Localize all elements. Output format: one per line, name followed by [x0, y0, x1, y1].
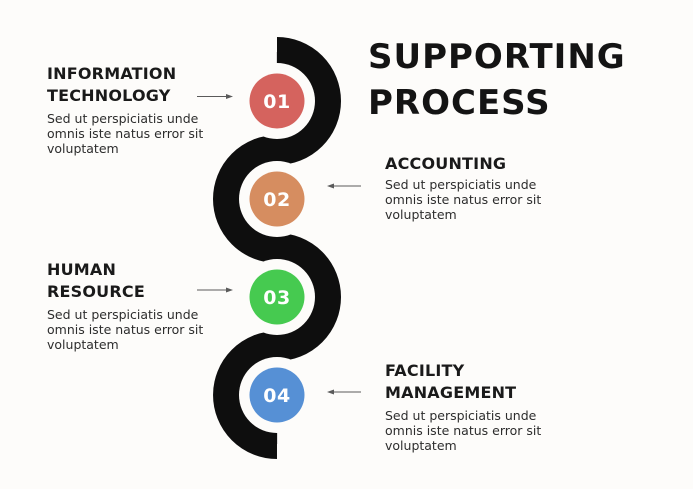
step-3-heading: HUMAN RESOURCE	[47, 260, 145, 301]
step-1-circle	[249, 73, 305, 129]
page-title-line-1: SUPPORTING	[368, 37, 626, 77]
step-3-block: HUMAN RESOURCE Sed ut perspiciatis unde …	[47, 259, 225, 352]
step-1-description: Sed ut perspiciatis unde omnis iste natu…	[47, 111, 204, 156]
step-1-number: 01	[263, 91, 290, 113]
step-3-number: 03	[263, 287, 290, 309]
snake-path	[213, 37, 341, 459]
step-2-description: Sed ut perspiciatis unde omnis iste natu…	[385, 177, 542, 222]
connector-arrow-step-4	[327, 389, 361, 395]
step-2-circle	[249, 171, 305, 227]
step-2-heading: ACCOUNTING	[385, 154, 507, 173]
step-4-description: Sed ut perspiciatis unde omnis iste natu…	[385, 408, 542, 453]
step-4-block: FACILITY MANAGEMENT Sed ut perspiciatis …	[385, 360, 563, 453]
step-4-heading: FACILITY MANAGEMENT	[385, 361, 517, 402]
step-3-description: Sed ut perspiciatis unde omnis iste natu…	[47, 307, 204, 352]
step-2-block: ACCOUNTING Sed ut perspiciatis unde omni…	[385, 153, 563, 222]
page-title-line-2: PROCESS	[368, 83, 551, 123]
connector-arrow-step-2	[327, 183, 361, 189]
connector-arrow-step-3	[197, 287, 233, 293]
step-3-circle	[249, 269, 305, 325]
step-4-circle	[249, 367, 305, 423]
page-title: SUPPORTING PROCESS	[368, 34, 626, 126]
step-1-heading: INFORMATION TECHNOLOGY	[47, 64, 177, 105]
connector-arrow-step-1	[197, 94, 233, 99]
step-2-number: 02	[263, 189, 290, 211]
step-1-block: INFORMATION TECHNOLOGY Sed ut perspiciat…	[47, 63, 225, 156]
step-4-number: 04	[263, 385, 290, 407]
